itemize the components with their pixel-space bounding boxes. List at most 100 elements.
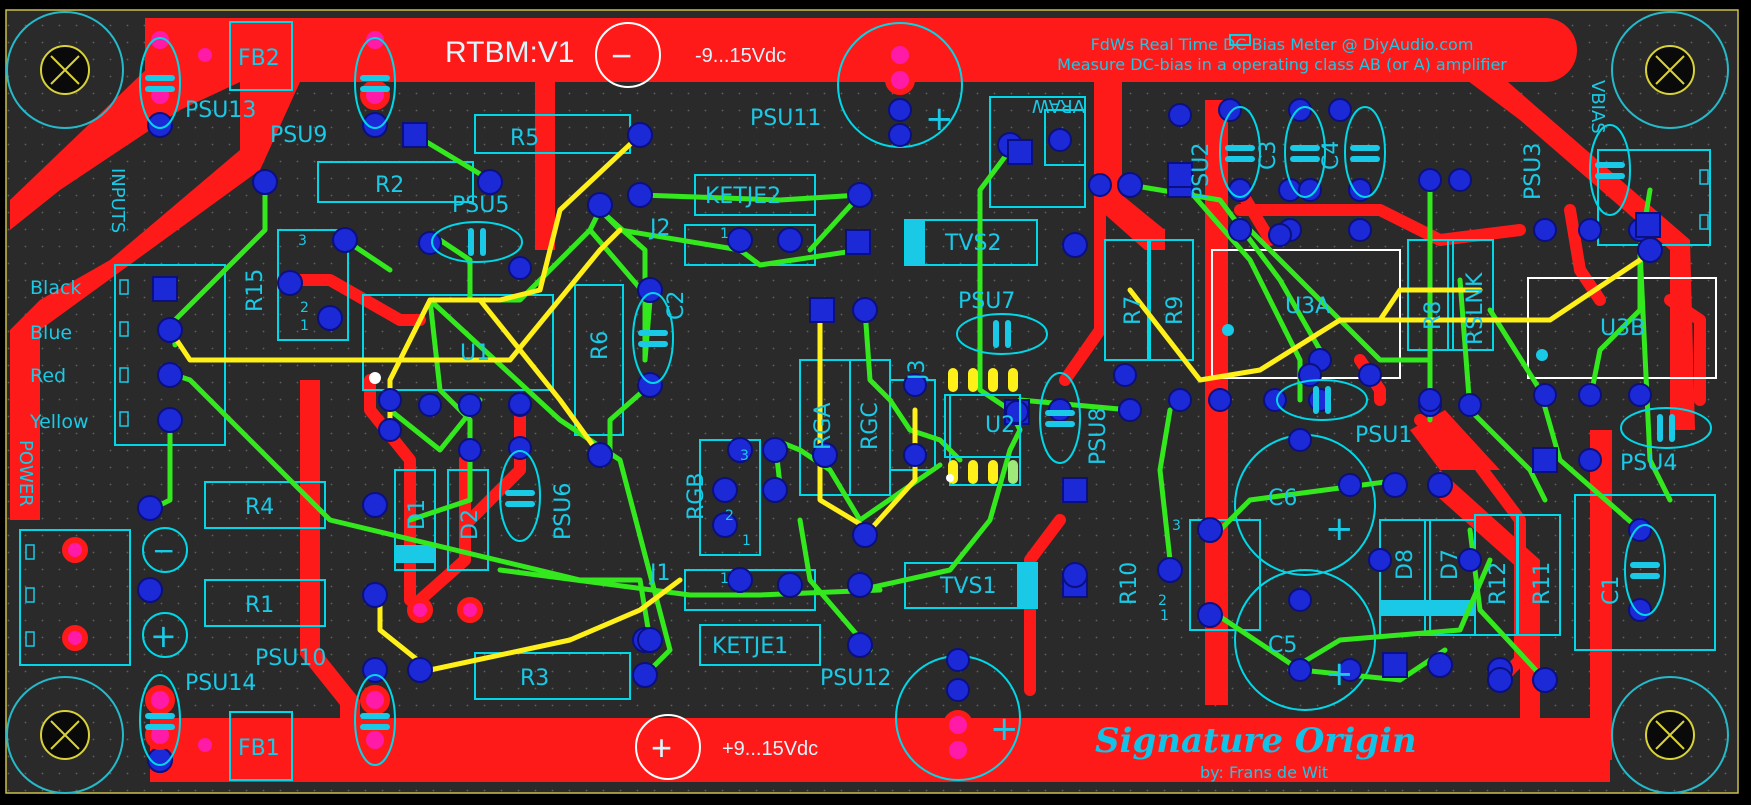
svg-text:+: + [1325, 654, 1354, 694]
svg-text:1: 1 [720, 571, 729, 587]
svg-text:3: 3 [1172, 518, 1181, 534]
wire-label-yellow: Yellow [29, 411, 89, 433]
svg-text:1: 1 [742, 533, 751, 549]
label-TVS2: TVS2 [944, 231, 1001, 256]
label-R10: R10 [1117, 562, 1142, 605]
svg-text:+: + [990, 709, 1019, 749]
label-J2: J2 [648, 216, 671, 241]
label-D1: D1 [405, 499, 430, 530]
label-RGB: RGB [684, 473, 709, 520]
label-U3B: U3B [1600, 316, 1645, 341]
supply-neg-label: -9...15Vdc [695, 45, 786, 67]
svg-text:2: 2 [300, 300, 309, 316]
label-R7: R7 [1121, 296, 1146, 325]
mounting-holes [6, 11, 1729, 794]
polarity-marks: + + + + [925, 99, 1354, 749]
label-D2: D2 [458, 509, 483, 540]
mounting-hole-bottom-right [1611, 676, 1729, 794]
supply-pos-label: +9...15Vdc [722, 738, 818, 760]
capacitor-bodies [145, 75, 1675, 730]
mounting-hole-top-left [6, 11, 124, 129]
label-PSU3: PSU3 [1521, 143, 1546, 200]
label-C1: C1 [1599, 576, 1624, 605]
board-title: RTBM:V1 [445, 36, 574, 69]
label-PSU6: PSU6 [551, 483, 576, 540]
subtitle-line1: FdWs Real Time DC Bias Meter @ DiyAudio.… [1091, 35, 1474, 54]
label-R12: R12 [1486, 562, 1511, 605]
label-PSU11: PSU11 [750, 106, 821, 131]
label-PSU9: PSU9 [270, 123, 327, 148]
label-D8: D8 [1393, 549, 1418, 580]
label-U3A: U3A [1285, 294, 1330, 319]
svg-text:+: + [1325, 509, 1354, 549]
label-KETJE2: KETJE2 [705, 184, 781, 209]
label-PSU12: PSU12 [820, 666, 891, 691]
label-C4: C4 [1319, 141, 1344, 170]
mounting-hole-bottom-left [6, 676, 124, 794]
plus-sign-power: + [150, 617, 177, 655]
label-C5: C5 [1268, 633, 1297, 658]
wire-label-blue: Blue [30, 322, 72, 344]
label-U2: U2 [985, 413, 1015, 438]
u3b-pin1-dot [1536, 349, 1548, 361]
subtitle-line2: Measure DC-bias in a operating class AB … [1057, 55, 1507, 74]
mounting-hole-top-right [1611, 11, 1729, 129]
label-R15: R15 [243, 269, 268, 312]
svg-text:3: 3 [740, 448, 749, 464]
u2-pin1-dot [946, 474, 954, 482]
label-FB2: FB2 [238, 46, 280, 71]
power-label: POWER [15, 440, 36, 507]
pin-numbers: 3 2 1 3 2 1 3 2 1 1 1 [298, 226, 1181, 624]
connector-pin-marks [25, 169, 1709, 647]
label-PSU14: PSU14 [185, 671, 256, 696]
label-R8: R8 [1421, 301, 1446, 330]
vraw-label: VRAW [1032, 95, 1085, 116]
label-R6: R6 [588, 331, 613, 360]
u3a-pin1-dot [1222, 324, 1234, 336]
label-D7: D7 [1438, 549, 1463, 580]
vbias-label: VBIAS [1587, 80, 1608, 134]
minus-symbol: − [611, 35, 632, 76]
label-R11: R11 [1530, 562, 1555, 605]
author-text: by: Frans de Wit [1200, 763, 1328, 782]
svg-text:1: 1 [300, 318, 309, 334]
label-PSU1: PSU1 [1355, 423, 1412, 448]
label-J1: J1 [648, 561, 671, 586]
label-R1: R1 [245, 593, 274, 618]
svg-text:2: 2 [1158, 593, 1167, 609]
u1-pin1-dot [369, 372, 381, 384]
designators: FB2 FB1 PSU13 PSU14 PSU9 PSU10 PSU5 PSU1… [185, 46, 1677, 761]
label-PSU8: PSU8 [1086, 408, 1111, 465]
u2-outline [944, 394, 1021, 458]
label-C3: C3 [1256, 141, 1281, 170]
svg-text:3: 3 [298, 233, 307, 249]
pads [137, 98, 1663, 773]
signature-text: Signature Origin [1095, 721, 1417, 761]
label-KETJE1: KETJE1 [712, 634, 788, 659]
label-PSU2: PSU2 [1189, 143, 1214, 200]
wire-label-black: Black [30, 277, 81, 299]
inputs-label: INPUTS [107, 168, 128, 233]
label-PSU5: PSU5 [452, 193, 509, 218]
label-RGC: RGC [858, 402, 883, 450]
label-R5: R5 [510, 126, 539, 151]
label-TVS1: TVS1 [939, 574, 996, 599]
label-RSLNK: RSLNK [1463, 272, 1488, 345]
label-R4: R4 [245, 495, 274, 520]
label-C6: C6 [1268, 486, 1297, 511]
plus-symbol: + [651, 727, 672, 768]
label-R2: R2 [375, 173, 404, 198]
svg-text:2: 2 [725, 508, 734, 524]
label-RGA: RGA [811, 403, 836, 450]
label-FB1: FB1 [238, 736, 280, 761]
silk-solid-marks [395, 220, 1475, 616]
wire-label-red: Red [30, 365, 66, 387]
svg-text:1: 1 [1160, 608, 1169, 624]
svg-text:1: 1 [720, 226, 729, 242]
label-C2: C2 [664, 291, 689, 320]
label-U1: U1 [460, 341, 490, 366]
label-PSU7: PSU7 [958, 289, 1015, 314]
label-PSU4: PSU4 [1620, 451, 1677, 476]
svg-text:+: + [925, 99, 954, 139]
